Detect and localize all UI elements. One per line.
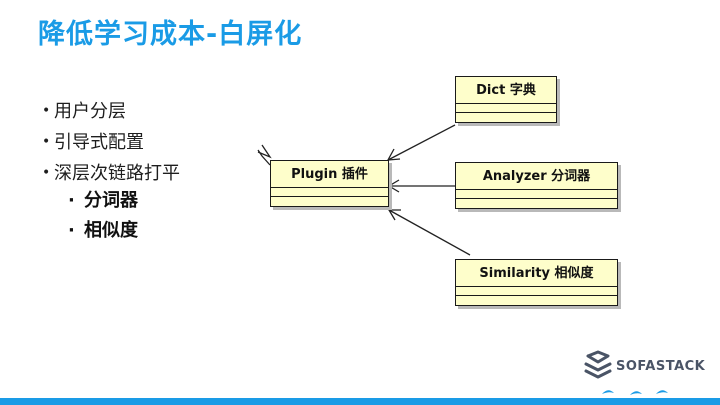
bullet-text: 用户分层 <box>54 101 126 122</box>
connector-dict-to-plugin <box>387 124 456 161</box>
class-name-similarity: Similarity 相似度 <box>456 260 617 287</box>
bullet-item-user-layering: •用户分层 <box>42 96 180 127</box>
bullet-item-guided-config: •引导式配置 <box>42 127 180 158</box>
arrowhead-self-loop <box>257 144 272 159</box>
arrowhead-analyzer <box>387 179 400 193</box>
class-operations <box>456 296 617 305</box>
bullet-text: 深层次链路打平 <box>54 163 180 184</box>
bottom-accent-bar <box>0 398 720 405</box>
class-attributes <box>271 188 388 197</box>
sub-bullet-list: · 分词器 · 相似度 <box>68 186 138 246</box>
class-name-plugin: Plugin 插件 <box>271 161 388 188</box>
arrowhead-similarity <box>387 209 401 221</box>
bird-silhouettes-icon <box>602 390 668 395</box>
class-operations <box>456 199 617 208</box>
class-attributes <box>456 190 617 199</box>
sofastack-logo-icon <box>584 350 612 379</box>
class-attributes <box>456 287 617 296</box>
class-box-dict: Dict 字典 <box>455 76 557 123</box>
sofastack-logo-text: SOFASTACK <box>616 359 706 374</box>
class-attributes <box>456 104 556 113</box>
sub-bullet-dot-icon: · <box>68 220 75 241</box>
class-operations <box>456 113 556 122</box>
bullet-item-flatten-chain: •深层次链路打平 <box>42 158 180 189</box>
slide-title: 降低学习成本-白屏化 <box>38 19 303 50</box>
class-box-plugin: Plugin 插件 <box>270 160 389 207</box>
sub-bullet-analyzer: · 分词器 <box>68 186 138 216</box>
sub-bullet-similarity: · 相似度 <box>68 216 138 246</box>
sub-bullet-text: 分词器 <box>84 190 138 211</box>
bullet-text: 引导式配置 <box>54 132 144 153</box>
class-operations <box>271 197 388 206</box>
bullet-dot-icon: • <box>42 103 51 119</box>
bullet-dot-icon: • <box>42 165 51 181</box>
class-box-analyzer: Analyzer 分词器 <box>455 162 618 209</box>
sub-bullet-dot-icon: · <box>68 190 75 211</box>
sub-bullet-text: 相似度 <box>84 220 138 241</box>
class-box-similarity: Similarity 相似度 <box>455 259 618 306</box>
class-name-analyzer: Analyzer 分词器 <box>456 163 617 190</box>
bullet-dot-icon: • <box>42 134 51 150</box>
connector-similarity-to-plugin <box>388 209 471 256</box>
bullet-list: •用户分层 •引导式配置 •深层次链路打平 <box>42 96 180 189</box>
class-name-dict: Dict 字典 <box>456 77 556 104</box>
